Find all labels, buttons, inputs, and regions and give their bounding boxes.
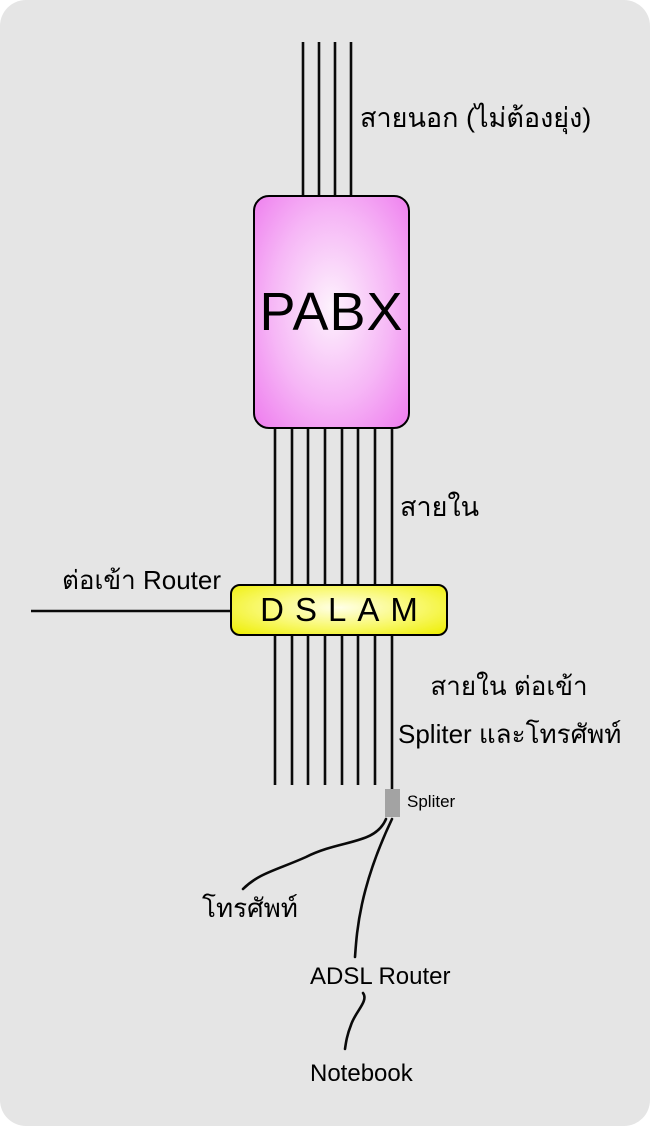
dslam-box: DSLAM [230,584,448,636]
spliter-output-wires [241,817,394,1051]
telephone-wire [241,817,388,891]
spliter-box [385,789,400,817]
telephone-label: โทรศัพท์ [202,893,298,923]
inside-to-spliter-label: สายใน ต่อเข้า Spliter และโทรศัพท์ [398,662,622,758]
dslam-label: DSLAM [260,591,429,628]
notebook-wire [343,991,366,1051]
spliter-label: Spliter [407,792,456,811]
inside-to-spliter-label-line2: Spliter และโทรศัพท์ [398,719,622,749]
adsl-router-wire [353,817,394,959]
pabx-box: PABX [253,195,410,429]
inside-to-spliter-label-line1: สายใน ต่อเข้า [430,671,588,701]
outside-phone-lines [301,42,353,196]
inside-line-label: สายใน [400,492,480,522]
notebook-label: Notebook [310,1060,413,1087]
to-router-label: ต่อเข้า Router [62,565,222,595]
outside-line-label: สายนอก (ไม่ต้องยุ่ง) [360,103,592,133]
pabx-label: PABX [259,282,404,342]
adsl-router-label: ADSL Router [310,963,451,990]
